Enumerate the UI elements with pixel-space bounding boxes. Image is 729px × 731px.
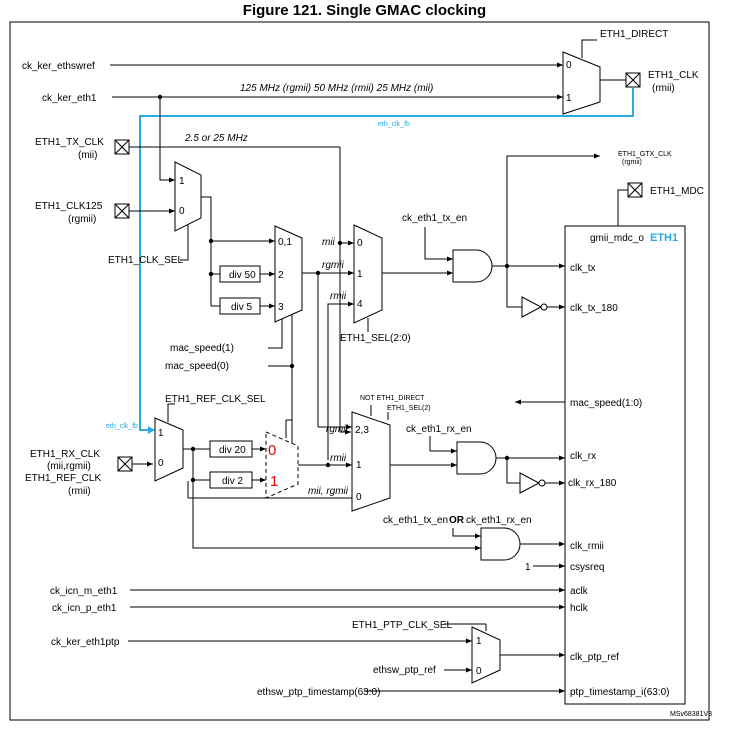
eth1-sel-2-label: ETH1_SEL(2)	[387, 405, 431, 412]
mux-div-in1: 1	[270, 473, 278, 490]
doc-id: MSv68381V3	[670, 711, 712, 718]
freq-tx-annotation: 2.5 or 25 MHz	[184, 133, 248, 144]
mux-eth1-sel-rx	[351, 411, 391, 512]
mux-rx-in1: 1	[356, 460, 362, 471]
mux-sel-in1: 1	[357, 269, 363, 280]
ck-eth1-rx-en-or-label: ck_eth1_rx_en	[466, 515, 532, 526]
mux-ref-clk-sel	[154, 417, 184, 482]
mux-rmii-div	[265, 431, 299, 499]
mac-speed-0-label: mac_speed(0)	[165, 361, 229, 372]
ethsw-ptp-ref-label: ethsw_ptp_ref	[373, 665, 436, 676]
mux-div-in0: 0	[268, 442, 276, 459]
not-eth1-direct-label: NOT ETH1_DIRECT	[360, 395, 425, 402]
mux-ptp-clk-sel	[471, 626, 501, 684]
eth1-ref-clk-label: ETH1_REF_CLK	[25, 473, 101, 484]
figure-frame	[9, 21, 710, 721]
rgmii-rx-label: rgmii	[326, 424, 348, 435]
ck-ker-eth1-label: ck_ker_eth1	[42, 93, 97, 104]
mii-rgmii-label: mii, rgmii	[308, 486, 349, 497]
mux-ref-in1: 1	[158, 428, 164, 439]
and-gate-tx	[452, 249, 493, 283]
mux-sel-in0: 0	[357, 238, 363, 249]
eth1-direct-label: ETH1_DIRECT	[600, 29, 668, 40]
mux-top-in1: 1	[566, 93, 572, 104]
port-clk-tx-180: clk_tx_180	[570, 303, 618, 314]
mux-rx-in0: 0	[356, 492, 362, 503]
mux-speed-in2: 2	[278, 270, 284, 281]
eth1-gtx-clk-label: ETH1_GTX_CLK	[618, 151, 672, 158]
ck-icn-p-eth1-label: ck_icn_p_eth1	[52, 603, 117, 614]
eth1-tx-clk-label: ETH1_TX_CLK	[35, 137, 104, 148]
mux-rx-in23: 2,3	[355, 425, 369, 436]
eth1-clk125-note: (rgmii)	[68, 214, 96, 225]
mux-speed-in3: 3	[278, 302, 284, 313]
port-mac-speed: mac_speed(1:0)	[570, 398, 642, 409]
and-gate-rmii	[480, 527, 521, 561]
eth-clk-fb-top: eth_clk_fb	[378, 121, 410, 128]
inverter-tx	[521, 296, 543, 318]
mux-top-in0: 0	[566, 60, 572, 71]
div2-label: div 2	[222, 476, 244, 487]
rmii-rx-label: rmii	[330, 453, 347, 464]
div5-label: div 5	[231, 302, 253, 313]
mux-ptp-in1: 1	[476, 636, 482, 647]
mux-eth1-clk	[562, 51, 601, 115]
csysreq-value: 1	[525, 562, 531, 573]
figure-title: Figure 121. Single GMAC clocking	[242, 2, 487, 19]
eth1-clk-note: (rmii)	[652, 83, 675, 94]
rmii-label: rmii	[330, 291, 347, 302]
gmii-mdc-port: gmii_mdc_o	[590, 233, 644, 244]
eth1-clk-sel-label: ETH1_CLK_SEL	[108, 255, 183, 266]
port-clk-rmii: clk_rmii	[570, 541, 604, 552]
mii-label: mii	[322, 237, 336, 248]
ck-eth1-rx-en-label: ck_eth1_rx_en	[406, 424, 472, 435]
ck-ker-ethswref-label: ck_ker_ethswref	[22, 61, 95, 72]
port-clk-rx-180: clk_rx_180	[568, 478, 617, 489]
ethsw-ptp-timestamp-label: ethsw_ptp_timestamp(63:0)	[257, 687, 380, 698]
eth-clk-fb-left: eth_clk_fb	[106, 423, 138, 430]
div50-label: div 50	[229, 270, 256, 281]
port-aclk: aclk	[570, 586, 589, 597]
eth1-rx-clk-label: ETH1_RX_CLK	[30, 449, 100, 460]
port-clk-ptp-ref: clk_ptp_ref	[570, 652, 619, 663]
eth1-sel-label: ETH1_SEL(2:0)	[340, 333, 411, 344]
eth1-gtx-clk-note: (rgmii)	[622, 159, 642, 166]
port-hclk: hclk	[570, 603, 589, 614]
eth1-ref-clk-note: (rmii)	[68, 486, 91, 497]
port-csysreq: csysreq	[570, 562, 604, 573]
mux-clksel-in0: 0	[179, 206, 185, 217]
eth1-clk125-label: ETH1_CLK125	[35, 201, 103, 212]
mac-speed-1-label: mac_speed(1)	[170, 343, 234, 354]
and-gate-rx	[456, 441, 497, 475]
port-clk-rx: clk_rx	[570, 451, 596, 462]
port-ptp-timestamp: ptp_timestamp_i(63:0)	[570, 687, 670, 698]
port-clk-tx: clk_tx	[570, 263, 596, 274]
inverter-rx	[519, 472, 541, 494]
eth1-mdc-label: ETH1_MDC	[650, 186, 704, 197]
mux-clksel-in1: 1	[179, 176, 185, 187]
or-word: OR	[449, 515, 465, 526]
ck-eth1-tx-en-label: ck_eth1_tx_en	[402, 213, 467, 224]
mux-clk-sel	[174, 161, 202, 232]
freq-top-annotation: 125 MHz (rgmii) 50 MHz (rmii) 25 MHz (mi…	[240, 83, 433, 94]
mux-mac-speed-tx	[274, 225, 303, 323]
mux-eth1-sel-tx	[353, 224, 383, 324]
eth1-tx-clk-note: (mii)	[78, 150, 97, 161]
eth1-clk-label: ETH1_CLK	[648, 70, 699, 81]
ck-icn-m-eth1-label: ck_icn_m_eth1	[50, 586, 118, 597]
mux-ptp-in0: 0	[476, 666, 482, 677]
div20-label: div 20	[219, 445, 246, 456]
eth1-block-label: ETH1	[650, 232, 678, 244]
eth1-ptp-clk-sel-label: ETH1_PTP_CLK_SEL	[352, 620, 452, 631]
eth1-block	[564, 225, 686, 705]
mux-sel-in4: 4	[357, 299, 363, 310]
eth1-rx-clk-note: (mii,rgmii)	[47, 461, 91, 472]
rgmii-label: rgmii	[322, 260, 344, 271]
mux-ref-in0: 0	[158, 458, 164, 469]
eth1-ref-clk-sel-label: ETH1_REF_CLK_SEL	[165, 394, 266, 405]
ck-eth1-tx-en-or-label: ck_eth1_tx_en	[383, 515, 448, 526]
mux-speed-in01: 0,1	[278, 237, 292, 248]
ck-ker-eth1ptp-label: ck_ker_eth1ptp	[51, 637, 120, 648]
